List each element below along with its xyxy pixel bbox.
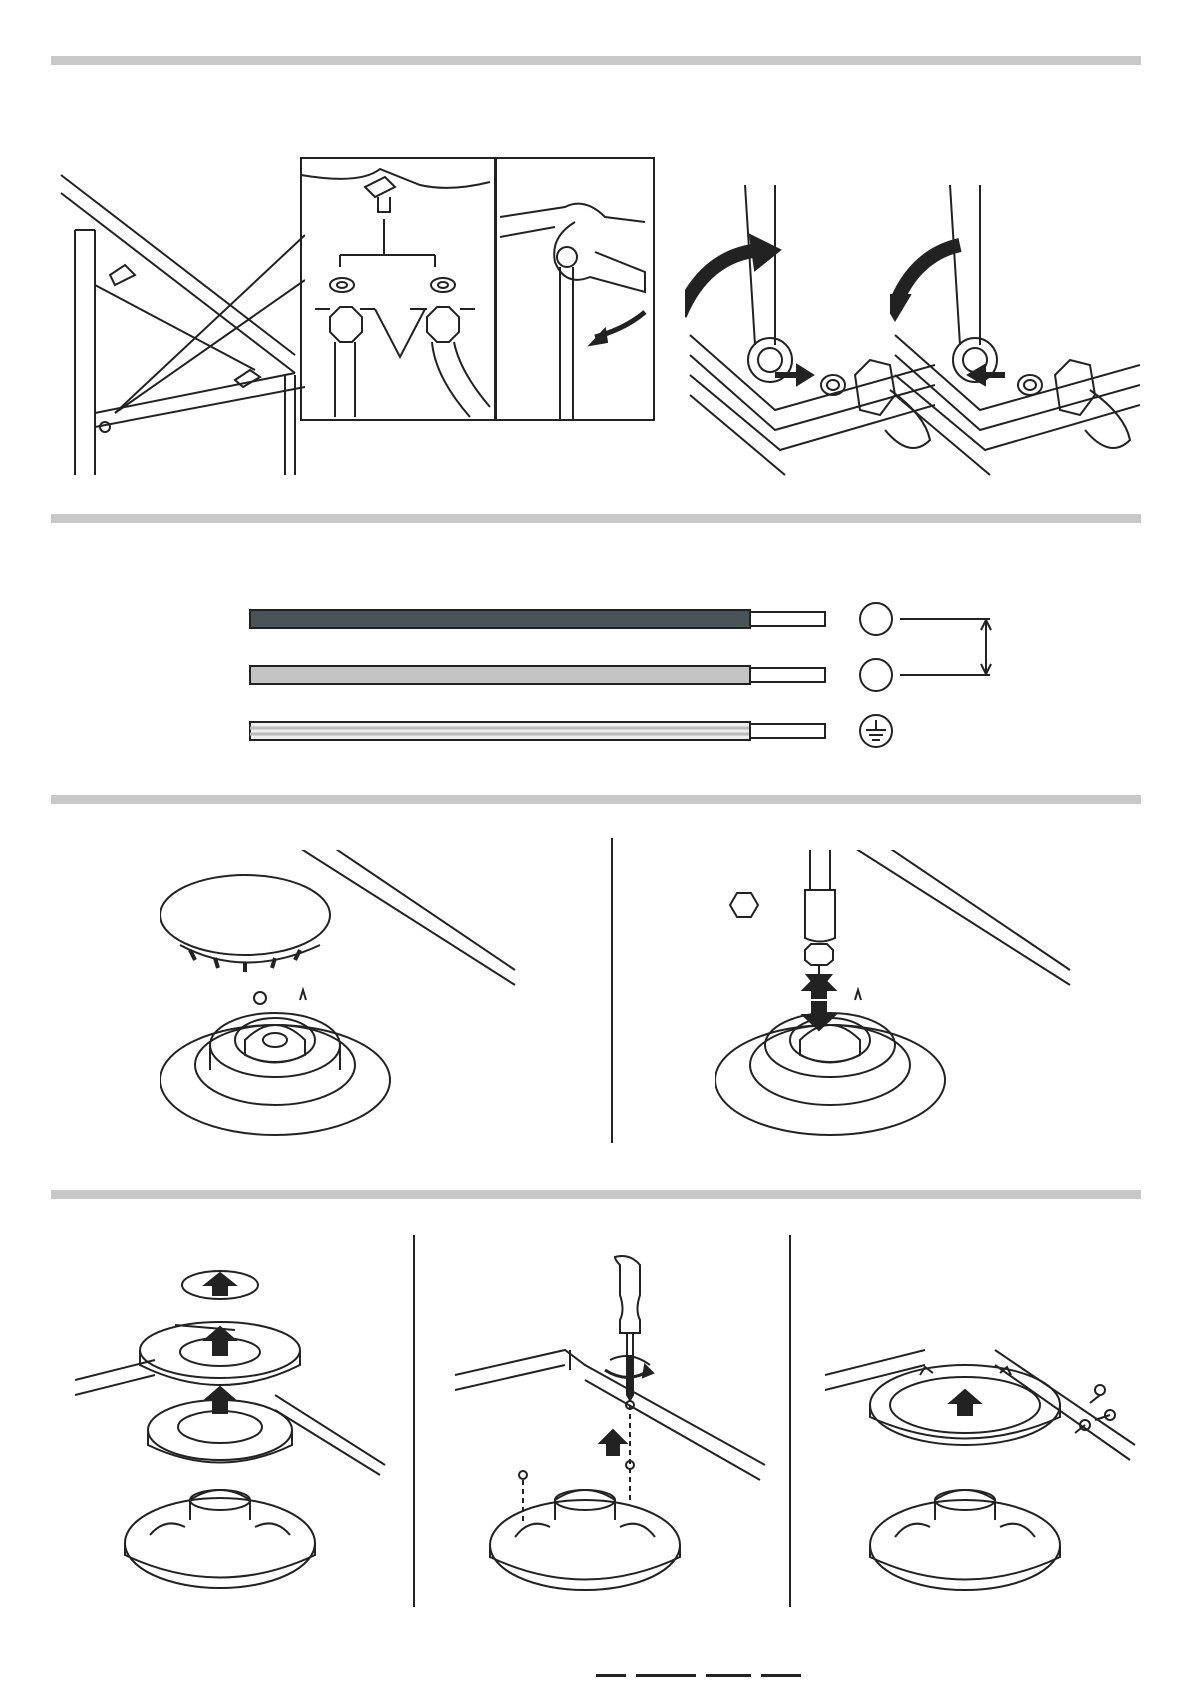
spanner-detail — [495, 157, 655, 422]
arrow-up-icon — [950, 1390, 980, 1415]
earth-wire — [250, 722, 825, 740]
section-divider-bar — [51, 1190, 1141, 1199]
section-divider-bar — [51, 795, 1141, 804]
arrow-up-icon — [205, 1387, 235, 1413]
hob-underside-overview — [55, 165, 305, 480]
burner-cap-removed — [160, 850, 540, 1140]
screwdriver-removal — [455, 1255, 775, 1595]
arrow-up-icon — [205, 1273, 235, 1295]
terminal-2 — [860, 659, 892, 691]
arrow-up-icon — [600, 1430, 626, 1455]
footer-fragment — [596, 1672, 806, 1680]
section-divider-bar — [51, 514, 1141, 523]
section-divider-bar — [51, 56, 1141, 65]
base-ring-removed — [825, 1255, 1145, 1595]
neutral-wire — [250, 666, 825, 684]
arrow-up-icon — [205, 1327, 235, 1355]
panel-separator — [611, 838, 613, 1143]
earth-symbol-icon — [860, 715, 892, 747]
panel-separator — [413, 1235, 415, 1607]
terminal-1 — [860, 603, 892, 635]
seal-detail — [300, 157, 496, 422]
panel-separator — [789, 1235, 791, 1607]
live-wire — [250, 610, 825, 628]
hexagon-icon — [730, 893, 758, 917]
burner-parts-exploded — [75, 1255, 395, 1595]
electrical-wiring-diagram — [248, 600, 1008, 760]
ring-spanner-tighten — [890, 185, 1140, 480]
injector-socket-wrench — [715, 850, 1095, 1140]
